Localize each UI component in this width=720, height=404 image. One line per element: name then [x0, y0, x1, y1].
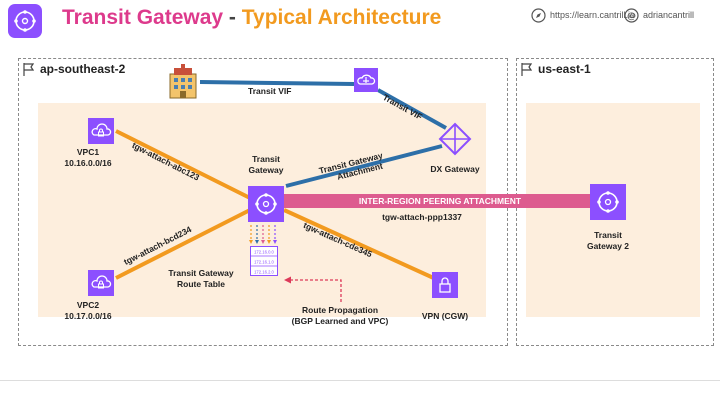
vpc2-icon — [88, 270, 114, 296]
vpc1-name: VPC1 — [76, 147, 100, 157]
direct-connect-icon — [354, 68, 378, 92]
tgw2-label-line1: Transit — [594, 230, 622, 240]
peering-attach-id: tgw-attach-ppp1337 — [382, 212, 462, 222]
tgw-label-line1: Transit — [252, 154, 280, 164]
vpc2-name: VPC2 — [76, 300, 100, 310]
route-entry: 172.16.1.0 — [254, 260, 274, 265]
transit-gateway-2-icon — [590, 184, 626, 220]
social-handle[interactable]: adriancantrill — [643, 10, 695, 20]
transit-vif-label-1: Transit VIF — [248, 86, 292, 96]
route-table-label-2: Route Table — [176, 279, 225, 289]
vpn-icon — [432, 272, 458, 298]
attach-vpc1-line — [115, 129, 251, 200]
route-entry: 172.16.0.0 — [254, 250, 274, 255]
route-propagation-label-1: Route Propagation — [301, 305, 379, 315]
tgw-label-line2: Gateway — [248, 165, 284, 175]
dx-gateway-icon — [438, 122, 472, 156]
region-label-right: us-east-1 — [538, 62, 591, 76]
title-part2: Typical Architecture — [241, 6, 442, 29]
transit-vif-line-1 — [199, 80, 355, 86]
transit-gateway-icon — [8, 4, 42, 38]
region-flag-icon — [521, 63, 532, 76]
svg-text:@: @ — [627, 12, 636, 22]
route-table-arrows — [249, 225, 277, 244]
vpc2-cidr: 10.17.0.0/16 — [64, 311, 112, 321]
region-flag-icon — [23, 63, 34, 76]
inter-region-peering-attachment: INTER-REGION PEERING ATTACHMENT — [282, 194, 598, 208]
tgw-dx-attachment-line — [285, 144, 443, 188]
route-entry: 172.16.2.0 — [254, 270, 274, 275]
website-link[interactable]: https://learn.cantrill.io — [550, 10, 636, 20]
region-label-left: ap-southeast-2 — [40, 62, 126, 76]
building-icon — [169, 64, 197, 99]
vpn-label: VPN (CGW) — [421, 311, 469, 321]
tgw2-label-line2: Gateway 2 — [586, 241, 630, 251]
route-table-label-1: Transit Gateway — [168, 268, 234, 278]
transit-gateway-icon — [248, 186, 284, 222]
footer-divider — [0, 380, 720, 381]
at-sign-icon: @ — [624, 8, 639, 23]
compass-icon — [531, 8, 546, 23]
attach-vpc2-line — [115, 208, 251, 280]
page-title: Transit Gateway - Typical Architecture — [62, 4, 441, 32]
vpc1-icon — [88, 118, 114, 144]
transit-vif-line-2 — [377, 88, 447, 130]
vpc1-cidr: 10.16.0.0/16 — [64, 158, 112, 168]
dx-gateway-label: DX Gateway — [430, 164, 480, 174]
route-table-icon: 172.16.0.0 172.16.1.0 172.16.2.0 — [250, 246, 278, 276]
route-propagation-label-2: (BGP Learned and VPC) — [291, 316, 389, 326]
title-part1: Transit Gateway — [62, 6, 224, 29]
header: Transit Gateway - Typical Architecture h… — [0, 0, 720, 42]
route-propagation-arrow — [290, 279, 342, 302]
title-separator: - — [223, 6, 242, 29]
attach-vpn-line — [283, 208, 439, 282]
peering-label: INTER-REGION PEERING ATTACHMENT — [358, 196, 522, 206]
